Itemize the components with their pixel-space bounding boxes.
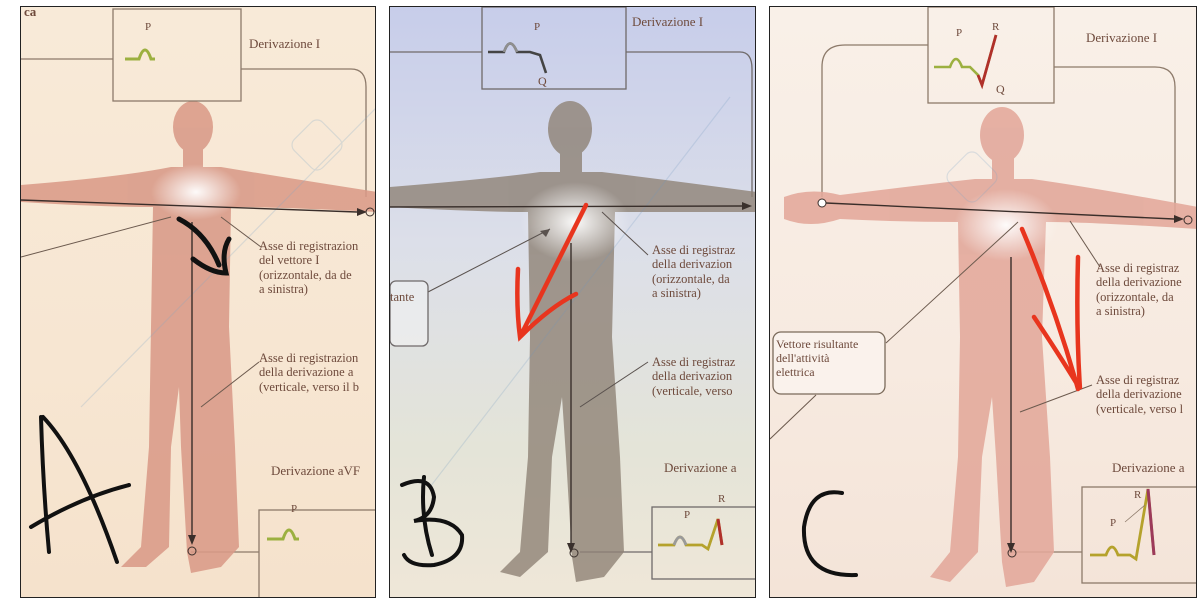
lead-avf-wave xyxy=(267,530,299,539)
vertical-axis-label-line: (verticale, verso il b xyxy=(259,380,359,394)
vertical-axis-label-line: Asse di registraz xyxy=(1096,373,1183,387)
handwritten-letter-c xyxy=(804,492,856,575)
leader-line-left xyxy=(21,217,171,257)
resultant-vector-label-line: Vettore risultante xyxy=(776,338,858,352)
wave-label-p: P xyxy=(684,509,690,522)
wave-label-q: Q xyxy=(996,83,1005,97)
lead-a-wave xyxy=(1090,489,1154,559)
header-fragment: ca xyxy=(24,6,36,20)
horizontal-axis-label-line: (orizzontale, da de xyxy=(259,268,358,282)
horizontal-axis-label-line: a sinistra) xyxy=(652,286,735,300)
lead-a-title: Derivazione a xyxy=(1112,461,1185,476)
wave-label-p: P xyxy=(291,503,297,516)
resultant-vector-label-fragment: tante xyxy=(390,290,414,304)
lead-a-wave xyxy=(658,519,722,549)
horizontal-axis-label-line: (orizzontale, da xyxy=(652,272,735,286)
panel-b: P Q Derivazione I tante Asse di registra… xyxy=(389,6,756,598)
horizontal-axis-label-line: Asse di registraz xyxy=(1096,261,1182,275)
horizontal-axis-label: Asse di registraz della derivazion (oriz… xyxy=(652,243,735,301)
leader-line-left xyxy=(770,395,816,439)
resultant-vector-label-line: dell'attività xyxy=(776,352,858,366)
vertical-axis-label-line: Asse di registraz xyxy=(652,355,735,369)
body-silhouette xyxy=(390,101,756,582)
vertical-axis-label: Asse di registraz della derivazion (vert… xyxy=(652,355,735,398)
horizontal-axis-label-line: della derivazione xyxy=(1096,275,1182,289)
horizontal-axis-label-line: a sinistra) xyxy=(1096,304,1182,318)
heart-glow xyxy=(151,164,241,220)
vertical-axis-label-line: della derivazione xyxy=(1096,387,1183,401)
vertical-axis-label-line: della derivazione a xyxy=(259,365,359,379)
horizontal-axis-label: Asse di registrazion del vettore I (oriz… xyxy=(259,239,358,297)
vertical-axis-label-line: della derivazion xyxy=(652,369,735,383)
lead-a-box xyxy=(652,507,756,579)
vertical-axis-label-line: Asse di registrazion xyxy=(259,351,359,365)
handwritten-letter-a xyxy=(31,417,129,562)
panel-a-figure xyxy=(21,7,376,598)
wave-label-r: R xyxy=(992,21,999,34)
horizontal-axis-label-line: del vettore I xyxy=(259,253,358,267)
vertical-axis-label-line: (verticale, verso xyxy=(652,384,735,398)
wave-label-p: P xyxy=(1110,517,1116,530)
lead-avf-box xyxy=(259,510,376,598)
panel-a: ca P Derivazione I Asse di registrazion … xyxy=(20,6,376,598)
wave-label-p: P xyxy=(534,21,540,34)
vertical-axis-label: Asse di registrazion della derivazione a… xyxy=(259,351,359,394)
horizontal-axis-label-line: Asse di registrazion xyxy=(259,239,358,253)
lead-i-wave xyxy=(488,44,546,74)
panel-b-figure xyxy=(390,7,756,598)
lead-i-wave xyxy=(934,35,996,85)
horizontal-axis-label-line: della derivazion xyxy=(652,257,735,271)
lead-i-title: Derivazione I xyxy=(249,37,320,52)
wave-label-p: P xyxy=(145,21,151,34)
wave-label-q: Q xyxy=(538,75,547,89)
lead-avf-title: Derivazione aVF xyxy=(271,464,360,479)
panel-c: P R Q Derivazione I Vettore risultante d… xyxy=(769,6,1197,598)
wave-label-p: P xyxy=(956,27,962,40)
vertical-axis-label-line: (verticale, verso l xyxy=(1096,402,1183,416)
lead-i-box xyxy=(482,7,626,89)
horizontal-axis-label-line: Asse di registraz xyxy=(652,243,735,257)
horizontal-axis-label-line: a sinistra) xyxy=(259,282,358,296)
lead-i-wave xyxy=(125,50,155,59)
lead-a-title: Derivazione a xyxy=(664,461,737,476)
lead-i-box xyxy=(113,9,241,101)
horizontal-axis-label-line: (orizzontale, da xyxy=(1096,290,1182,304)
resultant-vector-label: Vettore risultante dell'attività elettri… xyxy=(776,338,858,379)
lead-i-title: Derivazione I xyxy=(1086,31,1157,46)
horizontal-axis-label: Asse di registraz della derivazione (ori… xyxy=(1096,261,1182,319)
heart-glow xyxy=(954,189,1058,261)
wave-label-r: R xyxy=(1134,489,1141,502)
resultant-vector-label-line: elettrica xyxy=(776,366,858,380)
vertical-axis-label: Asse di registraz della derivazione (ver… xyxy=(1096,373,1183,416)
handwritten-letter-b xyxy=(402,477,462,565)
lead-i-title: Derivazione I xyxy=(632,15,703,30)
horizontal-axis-origin xyxy=(818,199,826,207)
wave-label-r: R xyxy=(718,493,725,506)
